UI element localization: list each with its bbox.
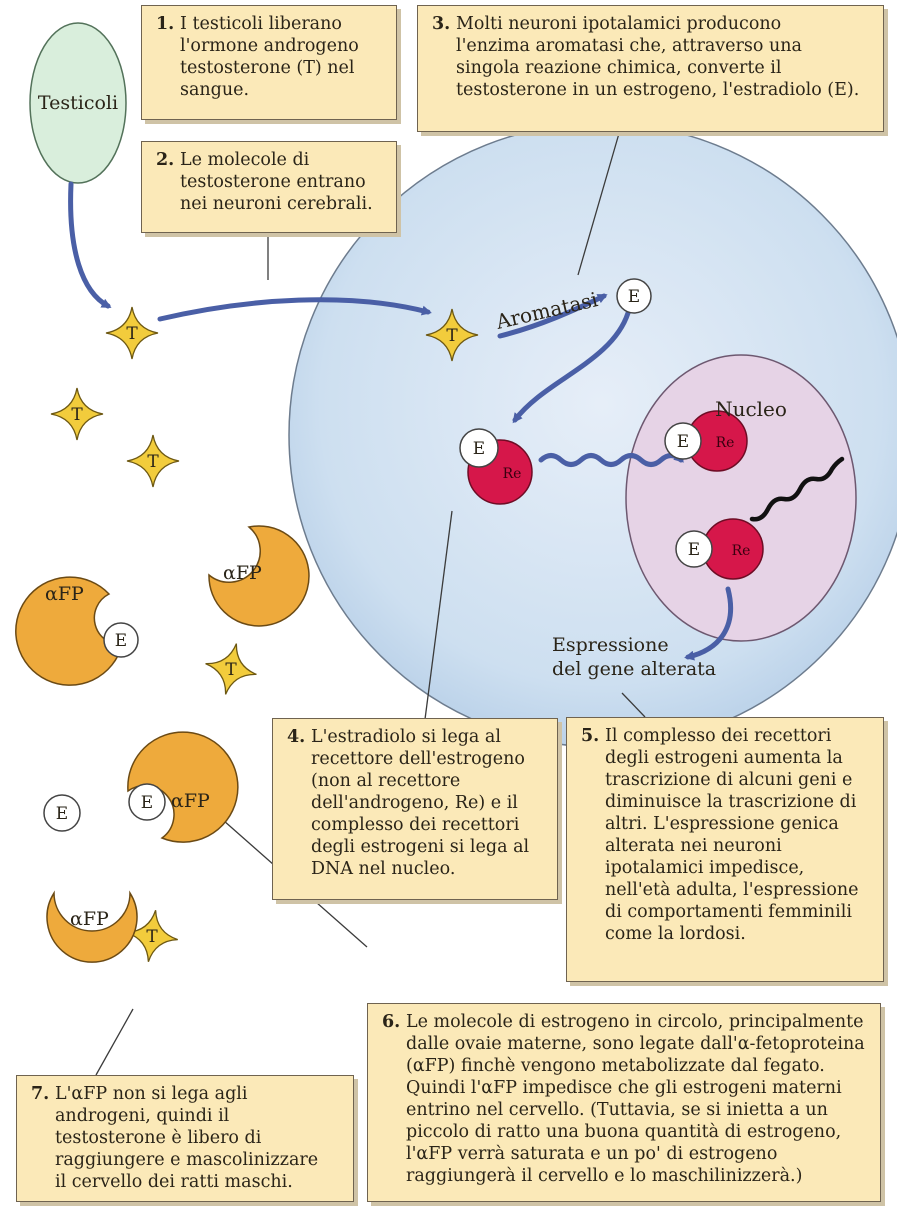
step-5-number: 5. [581,725,599,747]
step-3-text: Molti neuroni ipotalamici producono l'en… [456,13,875,101]
step-6-number: 6. [382,1011,400,1033]
step-3-number: 3. [432,13,450,35]
label-e-5: E [115,631,127,651]
label-e-7: E [141,793,153,813]
label-e-3: E [677,432,689,452]
label-e-1: E [628,287,640,307]
label-t-2: T [446,326,458,346]
step-1-text: I testicoli liberano l'ormone androgeno … [180,13,388,101]
step-2-box: 2. Le molecole di testosterone entrano n… [141,141,397,233]
label-t-4: T [147,452,159,472]
step-5-text: Il complesso dei recettori degli estroge… [605,725,875,945]
step-1-number: 1. [156,13,174,35]
step-2-text: Le molecole di testosterone entrano nei … [180,149,388,215]
step-7-text: L'αFP non si lega agli androgeni, quindi… [55,1083,345,1193]
step-1-box: 1. I testicoli liberano l'ormone androge… [141,5,397,120]
step-7-box: 7. L'αFP non si lega agli androgeni, qui… [16,1075,354,1202]
arrow-testes-to-t [71,184,108,306]
label-t-3: T [71,405,83,425]
step-6-text: Le molecole di estrogeno in circolo, pri… [406,1011,872,1187]
step-4-number: 4. [287,726,305,748]
label-afp-3: αFP [171,790,210,812]
label-testicoli: Testicoli [30,92,126,114]
label-t-1: T [126,324,138,344]
label-afp-4: αFP [70,908,109,930]
step-5-box: 5. Il complesso dei recettori degli estr… [566,717,884,982]
label-e-4: E [688,540,700,560]
label-re-1: Re [503,466,522,482]
step-2-number: 2. [156,149,174,171]
step-4-box: 4. L'estradiolo si lega al recettore del… [272,718,558,900]
step-3-box: 3. Molti neuroni ipotalamici producono l… [417,5,884,132]
label-e-6: E [56,804,68,824]
step-4-text: L'estradiolo si lega al recettore dell'e… [311,726,549,880]
label-afp-1: αFP [223,562,262,584]
label-re-3: Re [732,543,751,559]
label-afp-2: αFP [45,583,84,605]
label-gene-expression: Espressione del gene alterata [552,633,722,681]
label-re-2: Re [716,435,735,451]
label-e-2: E [473,439,485,459]
label-nucleo: Nucleo [715,397,787,421]
label-t-5: T [225,660,237,680]
step-6-box: 6. Le molecole di estrogeno in circolo, … [367,1003,881,1202]
step-7-number: 7. [31,1083,49,1105]
label-t-6: T [146,927,158,947]
